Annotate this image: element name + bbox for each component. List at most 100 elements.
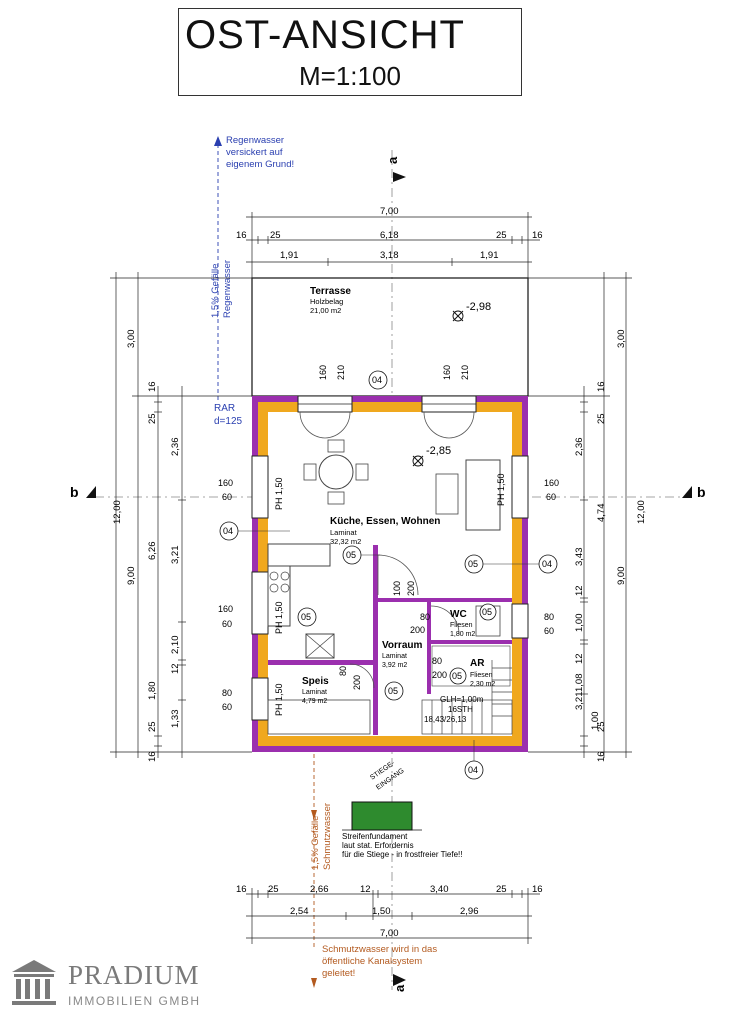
rain-arrow-icon: [214, 136, 222, 146]
right-dim-16-bottom: 16: [596, 751, 607, 762]
section-arrow-b-right: [682, 486, 692, 498]
bottom-dimensions: [246, 888, 540, 944]
title-box: OST-ANSICHT M=1:100: [178, 8, 522, 96]
window-right-1-label: PH 1,50: [496, 473, 506, 506]
bottom-dim-266: 2,66: [310, 884, 329, 895]
tag-05-b: 05: [464, 554, 484, 574]
waste-note-2: öffentliche Kanalsystem: [322, 956, 422, 967]
bottom-dim-25-right: 25: [496, 884, 507, 895]
coffee-table: [435, 473, 459, 515]
w-left-1-height: 60: [222, 492, 232, 502]
svg-text:4,79 m2: 4,79 m2: [302, 698, 327, 705]
tag-04-top: 04: [368, 370, 388, 390]
top-dim-16-right: 16: [532, 230, 543, 241]
right-dim-236: 2,36: [574, 438, 585, 457]
top-dim-total: 7,00: [380, 206, 399, 217]
svg-text:2,30 m2: 2,30 m2: [470, 681, 495, 688]
svg-text:-2,98: -2,98: [466, 301, 491, 313]
speis-wall-top: [268, 660, 374, 665]
w-left-1-width: 160: [218, 478, 233, 488]
door-vorraum-width: 100: [392, 581, 402, 596]
svg-text:05: 05: [301, 612, 311, 622]
window-right-1: [511, 455, 529, 519]
svg-text:04: 04: [223, 526, 233, 536]
bottom-dim-total: 7,00: [380, 928, 399, 939]
right-dim-25-top: 25: [596, 413, 607, 424]
foundation-note-3: für die Stiege - in frostfreier Tiefe!!: [342, 850, 463, 859]
svg-text:05: 05: [452, 671, 462, 681]
foundation-block: [351, 801, 413, 831]
svg-text:3,92 m2: 3,92 m2: [382, 662, 407, 669]
wc-wall-bottom: [431, 640, 512, 644]
bottom-dim-16-right: 16: [532, 884, 543, 895]
rar-label-1: RAR: [214, 403, 235, 414]
section-label-b-left: b: [70, 484, 79, 500]
door-speis-width: 80: [338, 666, 348, 676]
interior: [268, 412, 512, 736]
waste-note-3: geleitet!: [322, 968, 355, 979]
bottom-dim-25-left: 25: [268, 884, 279, 895]
left-dim-16-top: 16: [147, 381, 158, 392]
left-dim-16-bottom: 16: [147, 751, 158, 762]
svg-text:05: 05: [468, 559, 478, 569]
bottom-dim-16-left: 16: [236, 884, 247, 895]
left-dim-180: 1,80: [147, 682, 158, 701]
wc-wall-left: [427, 602, 431, 694]
tag-04-right: 04: [538, 554, 558, 574]
svg-text:Speis: Speis: [302, 676, 329, 687]
logo-temple-icon: [12, 960, 56, 1005]
section-label-b-right: b: [697, 484, 706, 500]
section-arrow-b-left: [86, 486, 96, 498]
tag-04-left: 04: [219, 521, 239, 541]
door-wc-width: 80: [420, 612, 430, 622]
svg-text:05: 05: [346, 550, 356, 560]
room-vorraum: Vorraum Laminat 3,92 m2: [382, 640, 422, 669]
w-top-2-width: 160: [442, 365, 452, 380]
left-dim-210: 2,10: [170, 636, 181, 655]
foundation-note-2: laut stat. Erfordernis: [342, 841, 414, 850]
door-speis-height: 200: [352, 675, 362, 690]
right-dim-300: 3,00: [616, 330, 627, 349]
top-dim-191-right: 1,91: [480, 250, 499, 261]
svg-text:Laminat: Laminat: [302, 689, 327, 696]
glh-note: GLH=1,00m: [440, 695, 484, 704]
left-dim-300: 3,00: [126, 330, 137, 349]
stairs-dims: 18,43/26,13: [424, 715, 467, 724]
bottom-dim-296: 2,96: [460, 906, 479, 917]
staircase: [421, 660, 513, 735]
svg-text:Vorraum: Vorraum: [382, 640, 422, 651]
terrace-outline: [251, 277, 529, 397]
w-top-2-height: 210: [460, 365, 470, 380]
svg-text:WC: WC: [450, 609, 467, 620]
svg-text:04: 04: [542, 559, 552, 569]
svg-text:AR: AR: [470, 658, 485, 669]
level-marker-terrace: -2,98: [452, 301, 491, 322]
svg-text:05: 05: [482, 607, 492, 617]
right-dim-12-b: 12: [574, 653, 585, 664]
left-dim-25-top: 25: [147, 413, 158, 424]
right-dim-321: 3,21: [574, 692, 585, 711]
waste-arrow-icon-2: [311, 978, 317, 988]
waste-slope-2: Schmutzwasser: [322, 803, 333, 870]
vorraum-wall-left: [373, 545, 378, 735]
w-left-2-height: 60: [222, 619, 232, 629]
window-left-2: [251, 571, 269, 635]
rain-note-2: versickert auf: [226, 147, 283, 158]
room-speis: Speis Laminat 4,79 m2: [302, 676, 329, 705]
kitchen-counter: [267, 543, 331, 567]
svg-text:21,00 m2: 21,00 m2: [310, 306, 341, 315]
door-vorraum-height: 200: [406, 581, 416, 596]
window-left-1: [251, 455, 269, 519]
svg-text:1,80 m2: 1,80 m2: [450, 631, 475, 638]
right-dim-16-top: 16: [596, 381, 607, 392]
section-label-a-bottom: a: [392, 984, 407, 992]
logo-name: PRADIUM: [68, 960, 200, 990]
room-terrasse: Terrasse Holzbelag 21,00 m2: [310, 286, 351, 315]
kitchen-stove: [267, 565, 291, 627]
left-dim-900: 9,00: [126, 567, 137, 586]
window-left-3-label: PH 1,50: [274, 683, 284, 716]
w-left-3-width: 80: [222, 688, 232, 698]
svg-text:Laminat: Laminat: [330, 528, 358, 537]
top-dimensions: [246, 212, 540, 278]
room-wc: WC Fliesen 1,80 m2: [450, 609, 475, 638]
